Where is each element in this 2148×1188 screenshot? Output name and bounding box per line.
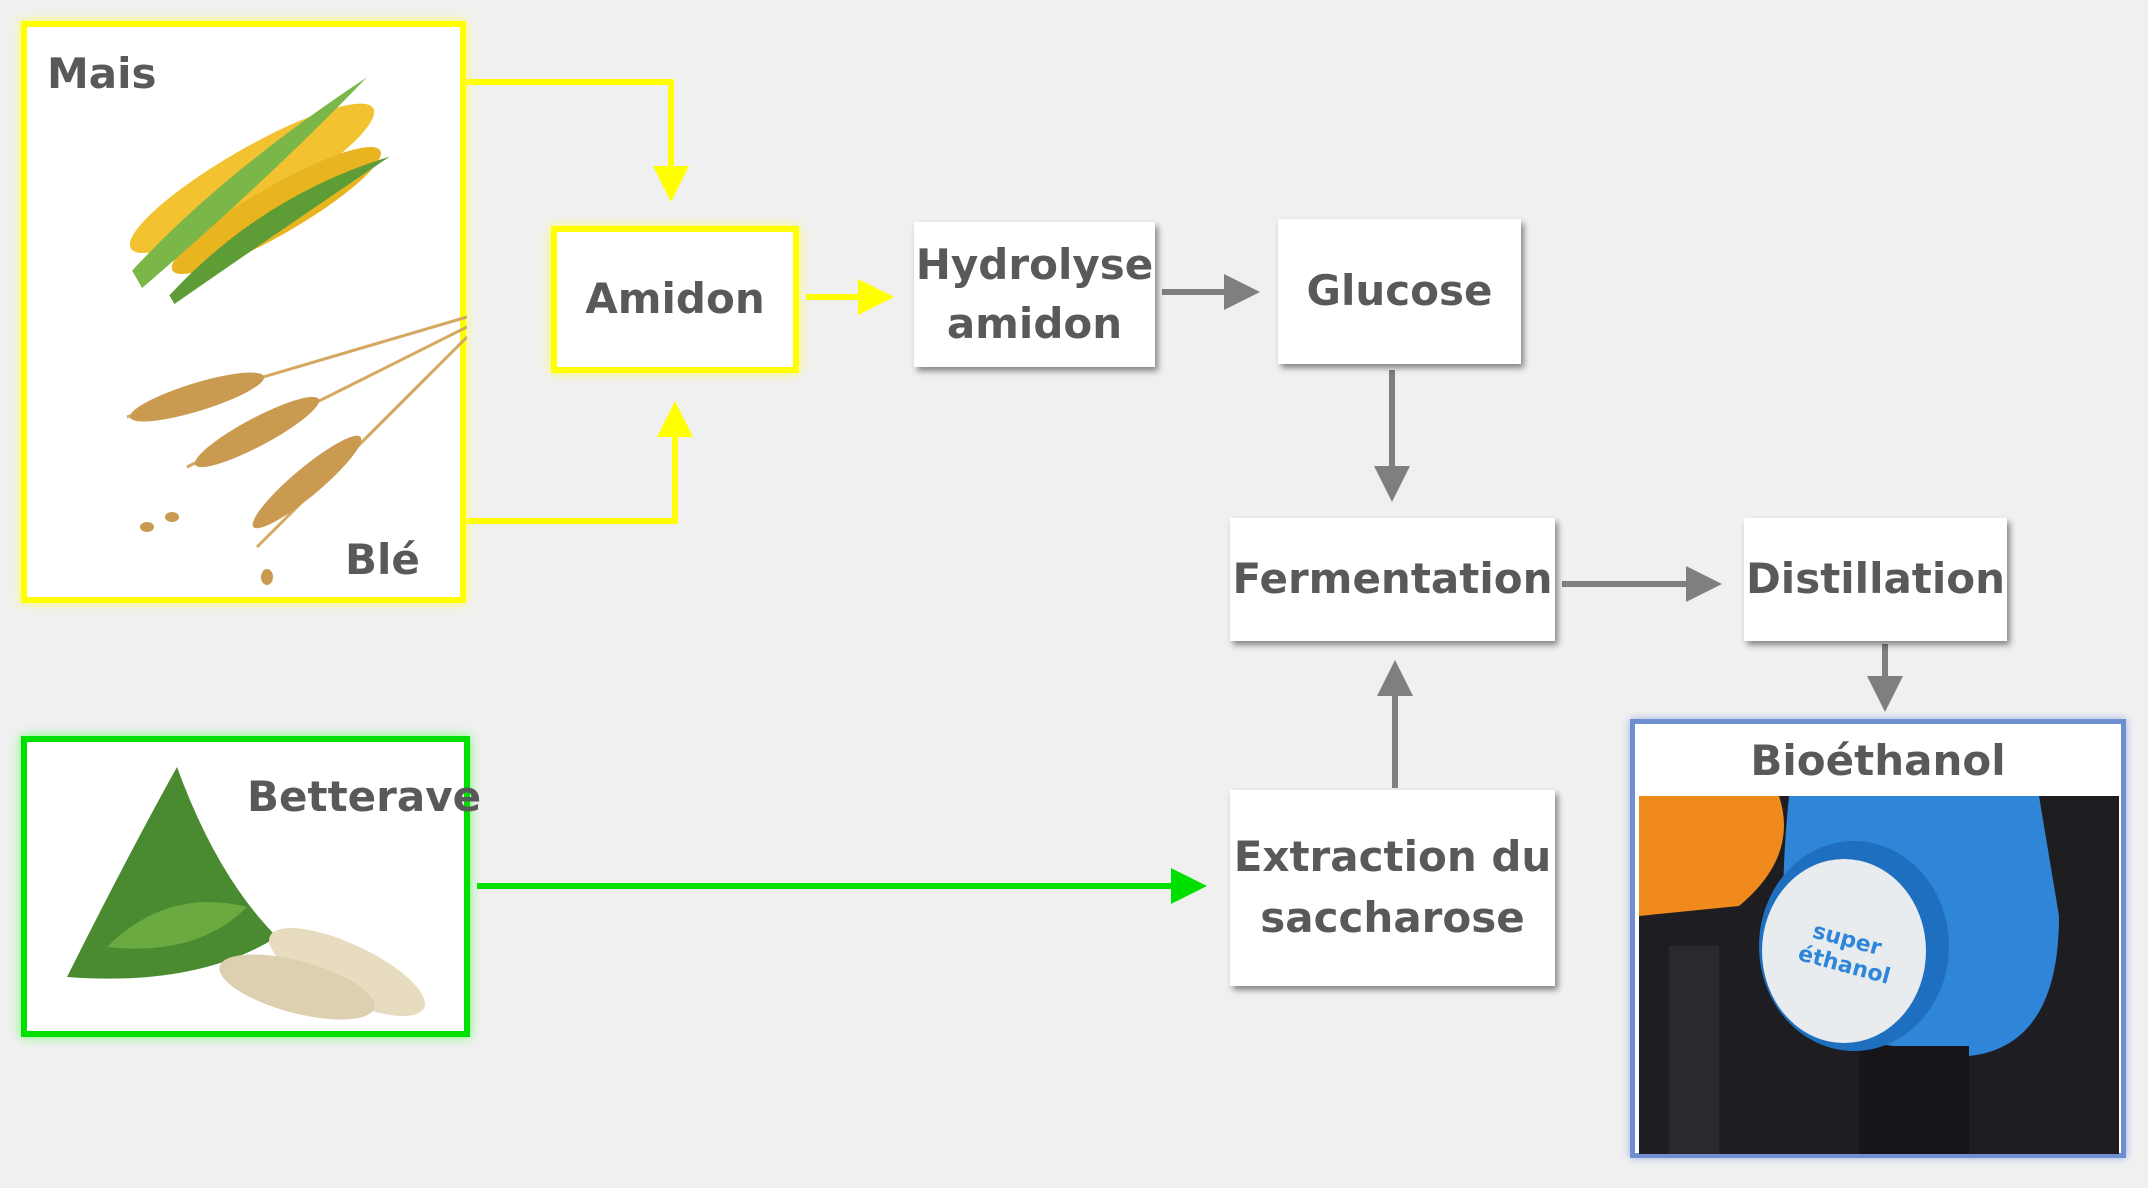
- extraction-line2: saccharose: [1260, 893, 1525, 942]
- glucose-label: Glucose: [1306, 266, 1493, 316]
- arrow-ble-amidon: [466, 401, 693, 524]
- distillation-label: Distillation: [1745, 554, 2006, 604]
- step-extraction: Extraction du saccharose: [1230, 790, 1555, 986]
- step-distillation: Distillation: [1744, 518, 2007, 641]
- cereal-source-box: Mais Blé: [21, 21, 467, 603]
- extraction-line1: Extraction du: [1233, 832, 1552, 882]
- mais-label: Mais: [47, 49, 157, 98]
- betterave-label: Betterave: [247, 772, 482, 821]
- beet-image: [67, 767, 425, 1020]
- step-glucose: Glucose: [1278, 219, 1521, 364]
- hydrolyse-line1: Hydrolyse: [915, 239, 1154, 289]
- amidon-label: Amidon: [585, 274, 765, 324]
- bioethanol-title: Bioéthanol: [1750, 736, 2006, 785]
- corn-image: [129, 77, 390, 304]
- ble-label: Blé: [345, 535, 420, 584]
- wheat-image: [126, 315, 467, 585]
- fermentation-label: Fermentation: [1232, 554, 1553, 604]
- arrow-mais-amidon: [466, 79, 689, 202]
- fuel-pump-image: super éthanol: [1639, 796, 2119, 1154]
- bioethanol-box: Bioéthanol super éthanol: [1630, 719, 2126, 1158]
- step-amidon: Amidon: [551, 226, 799, 373]
- step-hydrolyse: Hydrolyse amidon: [914, 222, 1155, 367]
- step-fermentation: Fermentation: [1230, 518, 1555, 641]
- beet-source-box: Betterave: [21, 736, 481, 1037]
- hydrolyse-line2: amidon: [946, 298, 1123, 348]
